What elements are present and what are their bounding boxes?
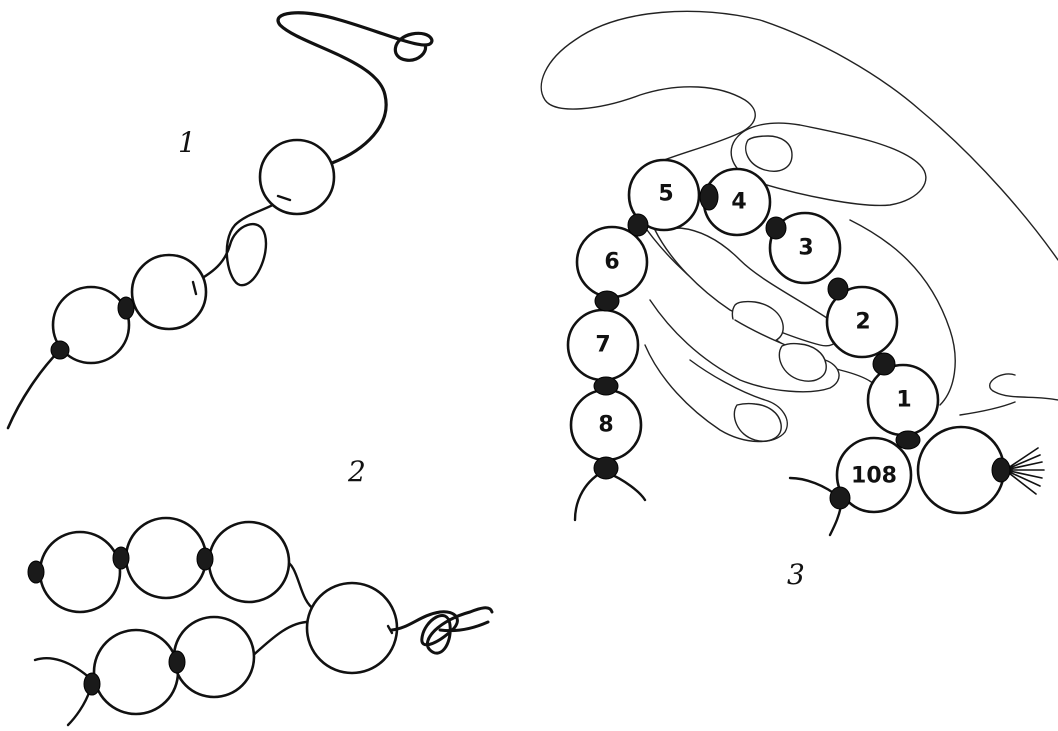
figure-2-upper-knot-3 xyxy=(196,547,214,571)
bead-108 xyxy=(835,436,913,514)
figure-2-lower-knot-1 xyxy=(83,672,101,696)
figure-1-knot-bottom xyxy=(50,340,70,360)
figure-2-lower-knot-2 xyxy=(168,650,186,674)
figure-3-knot-6-7 xyxy=(594,290,620,312)
figure-1-label: 1 xyxy=(178,126,196,159)
figure-1-bead-middle xyxy=(130,253,208,331)
figure-3-knot-2-1 xyxy=(872,352,896,376)
figure-3-knot-1-108 xyxy=(895,430,921,450)
figure-2-upper-bead-3 xyxy=(207,520,291,604)
bead-2 xyxy=(825,285,899,359)
figure-3-knot-3-2 xyxy=(827,277,849,301)
figure-3-label: 3 xyxy=(787,558,805,591)
figure-2-joining: 2 xyxy=(27,455,494,727)
tassel-icon xyxy=(1004,447,1045,495)
figure-1-cord-top xyxy=(276,11,434,165)
bead-number-5: 5 xyxy=(658,182,673,207)
figure-2-final-knot xyxy=(390,606,494,655)
bead-number-3: 3 xyxy=(798,236,813,261)
bead-number-2: 2 xyxy=(855,310,870,335)
figure-2-upper-knot-2 xyxy=(112,546,130,570)
fingernail-2-icon xyxy=(778,342,827,382)
bead-number-4: 4 xyxy=(731,190,746,215)
figure-2-cord-left-tail xyxy=(33,657,94,727)
bead-number-8: 8 xyxy=(598,413,613,438)
figure-1-bead-top xyxy=(258,138,336,216)
figure-3-knot-guru-tassel xyxy=(991,457,1011,483)
figure-3-knot-108-end xyxy=(829,486,851,510)
figure-1-stringing: 1 xyxy=(6,11,434,430)
figure-1-knot-middle xyxy=(117,296,135,320)
figure-1-bead-bottom xyxy=(51,285,131,365)
bead-number-1: 1 xyxy=(896,388,911,413)
figure-2-cord-lower xyxy=(246,620,314,662)
figure-1-cord-entry xyxy=(191,280,198,296)
figure-1-cord-loop xyxy=(188,195,287,287)
figure-2-lower-bead-1 xyxy=(92,628,180,716)
figure-3-knot-8-end xyxy=(593,456,619,480)
figure-3-knot-7-8 xyxy=(593,376,619,396)
fingernail-3-icon xyxy=(733,402,782,442)
bead-number-108: 108 xyxy=(851,464,897,489)
figure-2-label: 2 xyxy=(347,455,366,488)
figure-2-lower-bead-2 xyxy=(172,615,256,699)
figure-2-guru-exit xyxy=(386,624,394,635)
bead-5 xyxy=(627,158,701,232)
figure-2-upper-bead-1 xyxy=(38,530,122,614)
figure-1-cord-exit xyxy=(276,194,292,202)
figure-3-knot-5-6 xyxy=(627,213,649,237)
figure-2-guru-bead xyxy=(305,581,399,675)
figure-1-cord-bottom xyxy=(6,348,62,430)
thumbnail-icon xyxy=(745,135,793,172)
figure-2-upper-bead-2 xyxy=(124,516,208,600)
guru-bead xyxy=(916,425,1006,515)
figure-3-counting: 3 xyxy=(540,10,1058,591)
figure-3-knot-5-4 xyxy=(699,183,719,211)
bead-number-6: 6 xyxy=(604,250,619,275)
bead-number-7: 7 xyxy=(595,333,610,358)
bead-3 xyxy=(768,211,842,285)
figure-2-upper-knot-1 xyxy=(27,560,45,584)
figure-3-knot-4-3 xyxy=(765,216,787,240)
